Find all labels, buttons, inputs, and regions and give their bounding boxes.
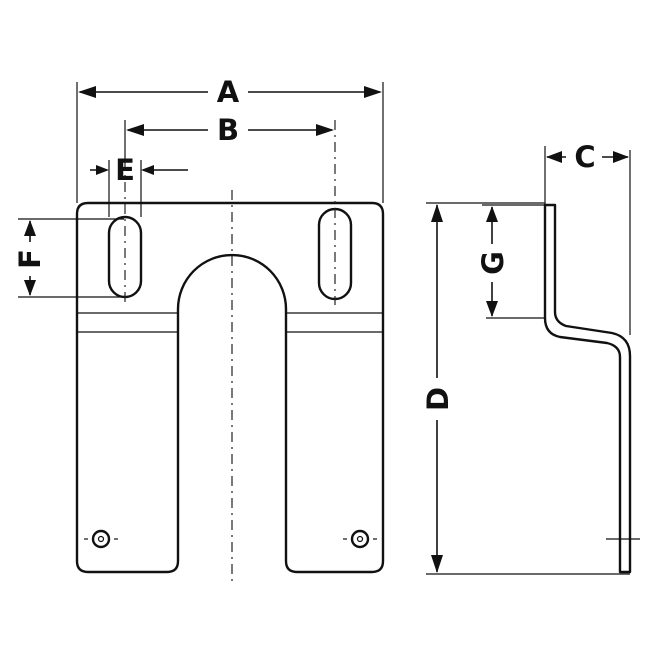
dim-e-arrow-left (96, 165, 109, 175)
dim-f-arrow-top (24, 220, 36, 236)
dimension-e: E (90, 153, 188, 217)
hole-left (91, 529, 111, 549)
plate-front-view (75, 120, 385, 585)
dim-label-a: A (217, 75, 240, 109)
dim-a-arrow-right (364, 86, 382, 98)
hole-left-inner (97, 535, 105, 543)
dimension-d: D (421, 202, 630, 575)
hole-right-inner (356, 535, 364, 543)
dim-label-d: D (421, 387, 455, 411)
dimension-b: B (124, 113, 334, 160)
dim-label-e: E (115, 153, 135, 187)
dim-label-f: F (13, 249, 47, 269)
dim-e-arrow-right (141, 165, 154, 175)
dimension-f: F (13, 218, 124, 298)
dimension-a: A (76, 75, 384, 203)
dim-f-arrow-bottom (24, 280, 36, 296)
hole-right (350, 529, 370, 549)
dim-g-arrow-bottom (486, 301, 498, 317)
dim-c-arrow-left (546, 151, 562, 163)
dim-label-g: G (476, 251, 510, 275)
side-profile (543, 203, 632, 574)
dim-label-c: C (574, 140, 595, 174)
dim-g-arrow-top (486, 206, 498, 222)
dim-c-arrow-right (613, 151, 629, 163)
dim-b-arrow-right (316, 124, 334, 136)
dim-label-b: B (217, 113, 239, 147)
plate-side-view (543, 203, 640, 574)
dim-a-arrow-left (78, 86, 96, 98)
plate-outline (75, 201, 385, 574)
dim-d-arrow-bottom (431, 555, 443, 573)
dim-b-arrow-left (126, 124, 144, 136)
dimension-g: G (476, 204, 545, 319)
dim-d-arrow-top (431, 204, 443, 222)
dimension-c: C (544, 140, 631, 335)
